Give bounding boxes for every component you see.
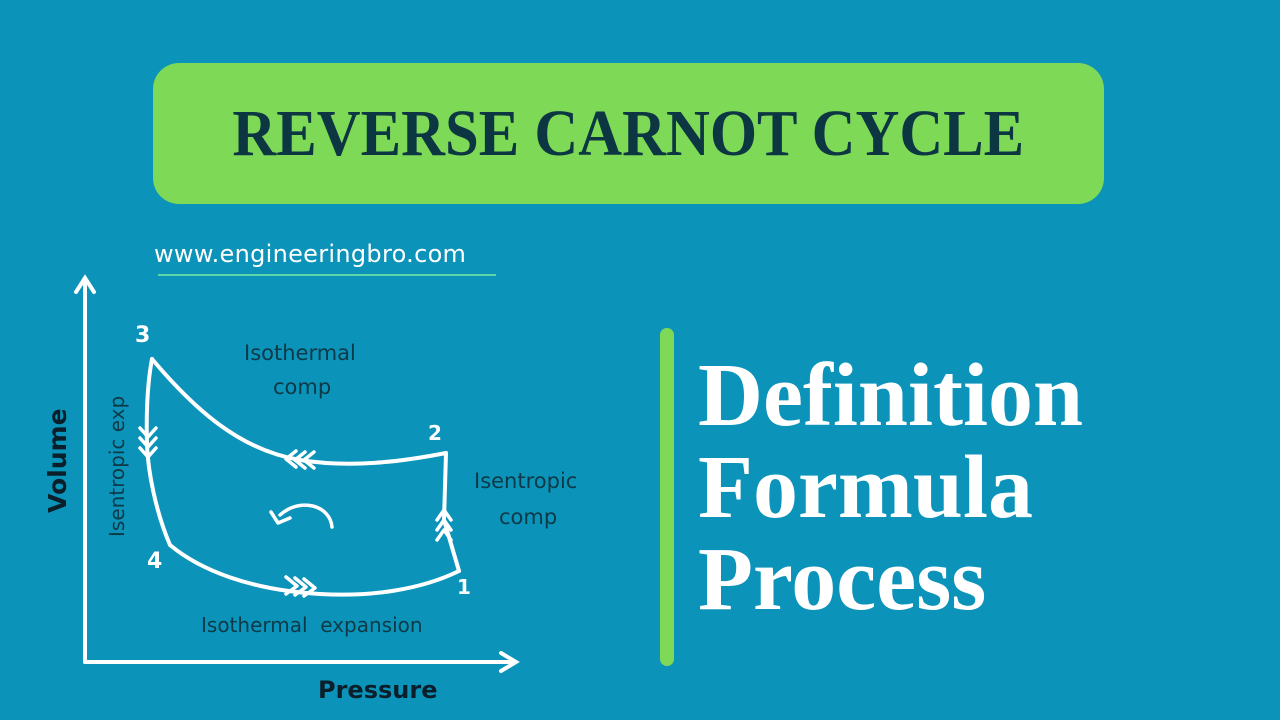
isentropic-comp-label-line2: comp bbox=[499, 505, 557, 529]
point-1-label: 1 bbox=[457, 575, 471, 599]
isentropic-comp-label-line1: Isentropic bbox=[474, 469, 577, 493]
axes bbox=[74, 274, 520, 673]
isothermal-expansion-label: Isothermal expansion bbox=[201, 613, 423, 637]
isothermal-comp-label-line2: comp bbox=[273, 375, 331, 399]
banner-title: REVERSE CARNOT CYCLE bbox=[232, 96, 1025, 170]
isothermal-comp-label-line1: Isothermal bbox=[244, 341, 356, 365]
arrows-bottom-icon bbox=[284, 575, 317, 598]
title-banner: REVERSE CARNOT CYCLE bbox=[153, 63, 1104, 204]
topic-list: Definition Formula Process bbox=[698, 350, 1083, 626]
arrows-left-icon bbox=[138, 426, 158, 459]
topic-process: Process bbox=[698, 530, 987, 629]
x-axis-arrow-icon bbox=[499, 651, 520, 673]
x-axis-label: Pressure bbox=[318, 676, 437, 704]
topic-formula: Formula bbox=[698, 438, 1033, 537]
reverse-carnot-pv-diagram: 3 2 1 4 Isothermal comp Isentropic comp … bbox=[43, 274, 577, 704]
isothermal-comp-curve bbox=[150, 357, 448, 466]
point-2-label: 2 bbox=[428, 421, 442, 445]
y-axis-arrow-icon bbox=[74, 274, 96, 294]
point-3-label: 3 bbox=[135, 323, 150, 348]
y-axis-label: Volume bbox=[43, 408, 72, 513]
arrows-right-icon bbox=[435, 508, 453, 542]
arrows-top-icon bbox=[284, 449, 316, 470]
website-url: www.engineeringbro.com bbox=[154, 240, 467, 268]
rotation-arrow-icon bbox=[269, 503, 334, 529]
isentropic-exp-label: Isentropic exp bbox=[105, 396, 129, 537]
isothermal-expansion-curve bbox=[168, 543, 461, 597]
url-underline bbox=[158, 274, 496, 276]
accent-divider bbox=[660, 328, 674, 666]
topic-definition: Definition bbox=[698, 346, 1084, 445]
point-4-label: 4 bbox=[147, 549, 162, 574]
